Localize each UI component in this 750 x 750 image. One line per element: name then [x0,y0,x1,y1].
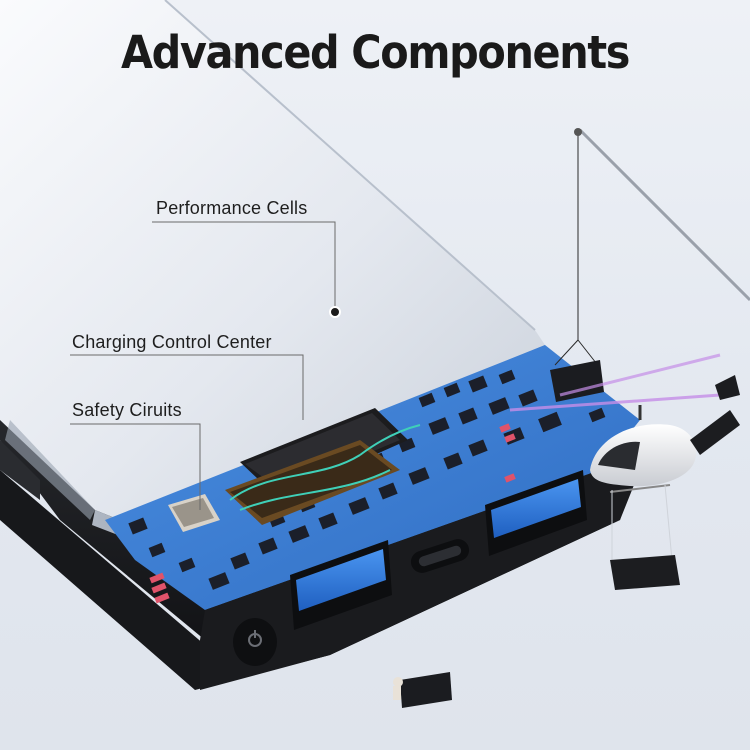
callout-safety-circuits: Safety Ciruits [72,400,182,420]
wires [229,424,421,511]
front-panel [200,450,640,690]
charging-control-chip [225,408,408,525]
crane [550,128,750,402]
callout-dot [329,306,341,318]
safety-circuit-chip [168,494,220,532]
usb-a-port-left [290,540,392,630]
callout-charging-control-center: Charging Control Center [72,332,272,352]
circuit-board [105,345,640,610]
page-title: Advanced Components [120,26,630,79]
usb-a-port-right [485,470,587,556]
callout-performance-cells: Performance Cells [156,198,308,218]
pcb-red-resistors [149,423,516,604]
power-button [233,618,277,666]
worker-figure [393,672,452,708]
callout-lines [70,221,336,510]
helicopter-illustration [509,353,740,590]
usb-c-port [410,539,470,573]
